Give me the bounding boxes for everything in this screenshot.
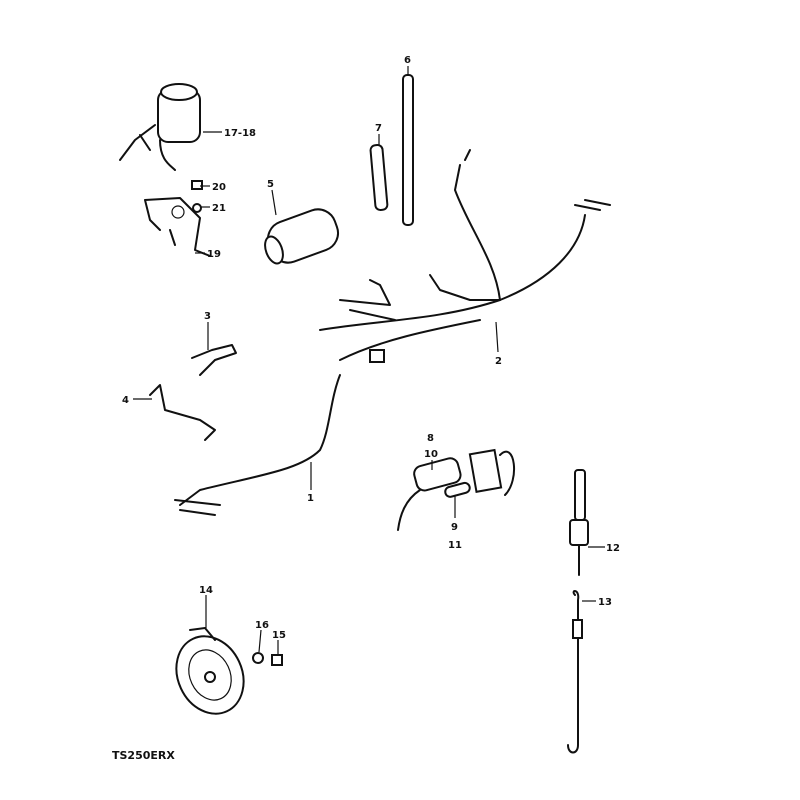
long-cap [402, 74, 414, 226]
tail-lamp-switch [397, 448, 516, 531]
leader-lines [133, 66, 605, 654]
callout-7: 7 [375, 123, 382, 134]
callout-11: 11 [448, 540, 462, 551]
callout-17-18: 17-18 [224, 128, 256, 139]
callout-10: 10 [424, 449, 438, 460]
callout-20: 20 [212, 182, 226, 193]
clamp-3 [191, 344, 237, 376]
callout-5: 5 [267, 179, 274, 190]
ignition-coil [264, 208, 340, 265]
callout-12: 12 [606, 543, 620, 554]
main-wiring-harness [319, 149, 611, 363]
switch-spring [567, 590, 583, 754]
callout-21: 21 [212, 203, 226, 214]
callout-13: 13 [598, 597, 612, 608]
callout-2: 2 [495, 356, 502, 367]
callout-1: 1 [307, 493, 314, 504]
callout-8: 8 [427, 433, 434, 444]
horn [175, 627, 283, 715]
clamp-4 [149, 384, 216, 441]
callout-15: 15 [272, 630, 286, 641]
brake-lamp-switch [569, 469, 589, 576]
switch-bracket [144, 180, 211, 257]
callout-3: 3 [204, 311, 211, 322]
callout-4: 4 [122, 395, 129, 406]
sub-wiring-harness [174, 374, 341, 516]
ignition-switch [119, 83, 201, 171]
callout-16: 16 [255, 620, 269, 631]
callout-6: 6 [404, 55, 411, 66]
callout-14: 14 [199, 585, 213, 596]
callout-9: 9 [451, 522, 458, 533]
short-cap [369, 144, 389, 211]
callout-19: 19 [207, 249, 221, 260]
model-code: TS250ERX [112, 749, 175, 762]
